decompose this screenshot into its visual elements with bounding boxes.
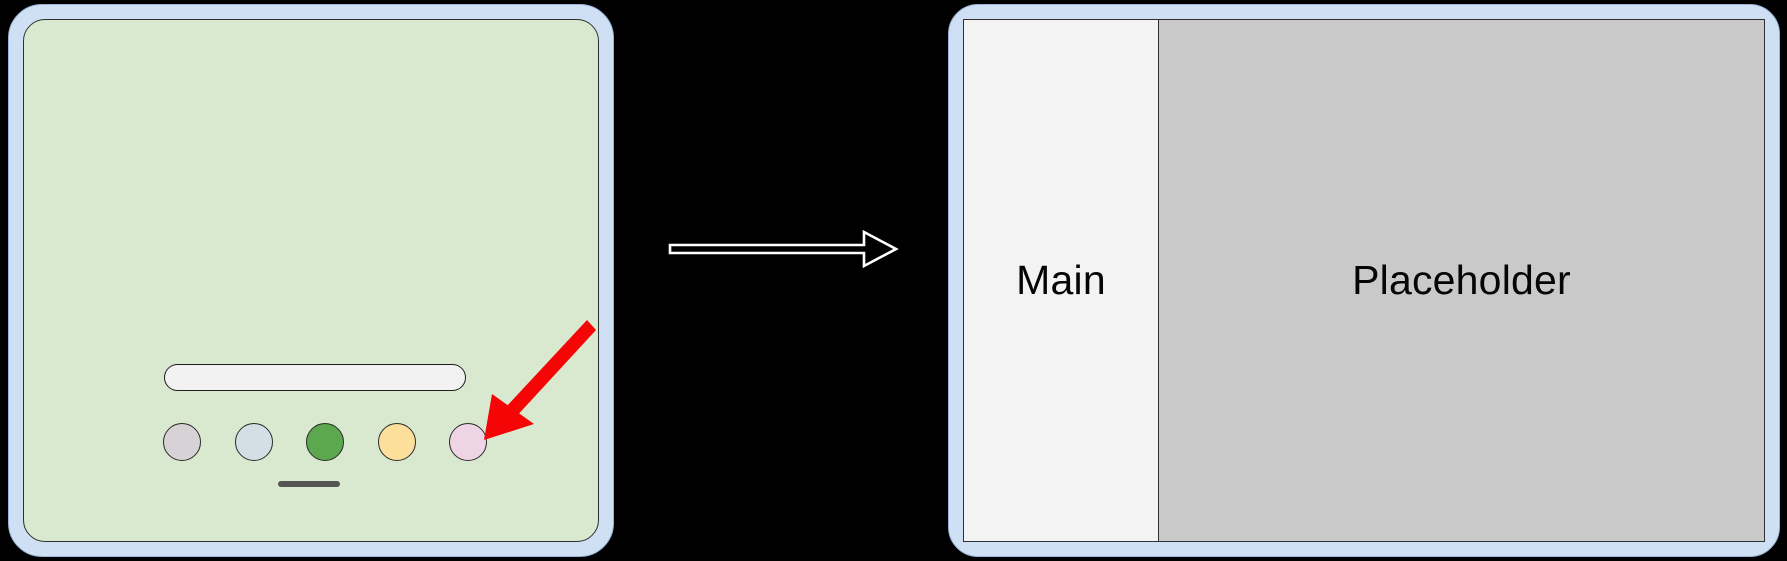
pane-placeholder[interactable]: Placeholder (1159, 20, 1764, 541)
tablet-after-screen: Main Placeholder (963, 19, 1765, 542)
pane-placeholder-label: Placeholder (1352, 257, 1571, 303)
tablet-before-screen (23, 19, 599, 542)
swatch-amber[interactable] (377, 423, 416, 461)
pane-main-label: Main (1016, 257, 1106, 303)
tablet-after-device: Main Placeholder (948, 4, 1780, 557)
home-indicator (278, 481, 340, 487)
swatch-pink[interactable] (449, 423, 487, 461)
transition-arrow-icon (668, 229, 899, 269)
swatch-green[interactable] (306, 423, 344, 461)
pane-main[interactable]: Main (964, 20, 1159, 541)
swatch-blue[interactable] (234, 423, 273, 461)
swatch-row (163, 419, 487, 465)
tablet-before-device (8, 4, 614, 557)
text-input-field[interactable] (164, 364, 466, 391)
swatch-gray[interactable] (163, 423, 201, 461)
